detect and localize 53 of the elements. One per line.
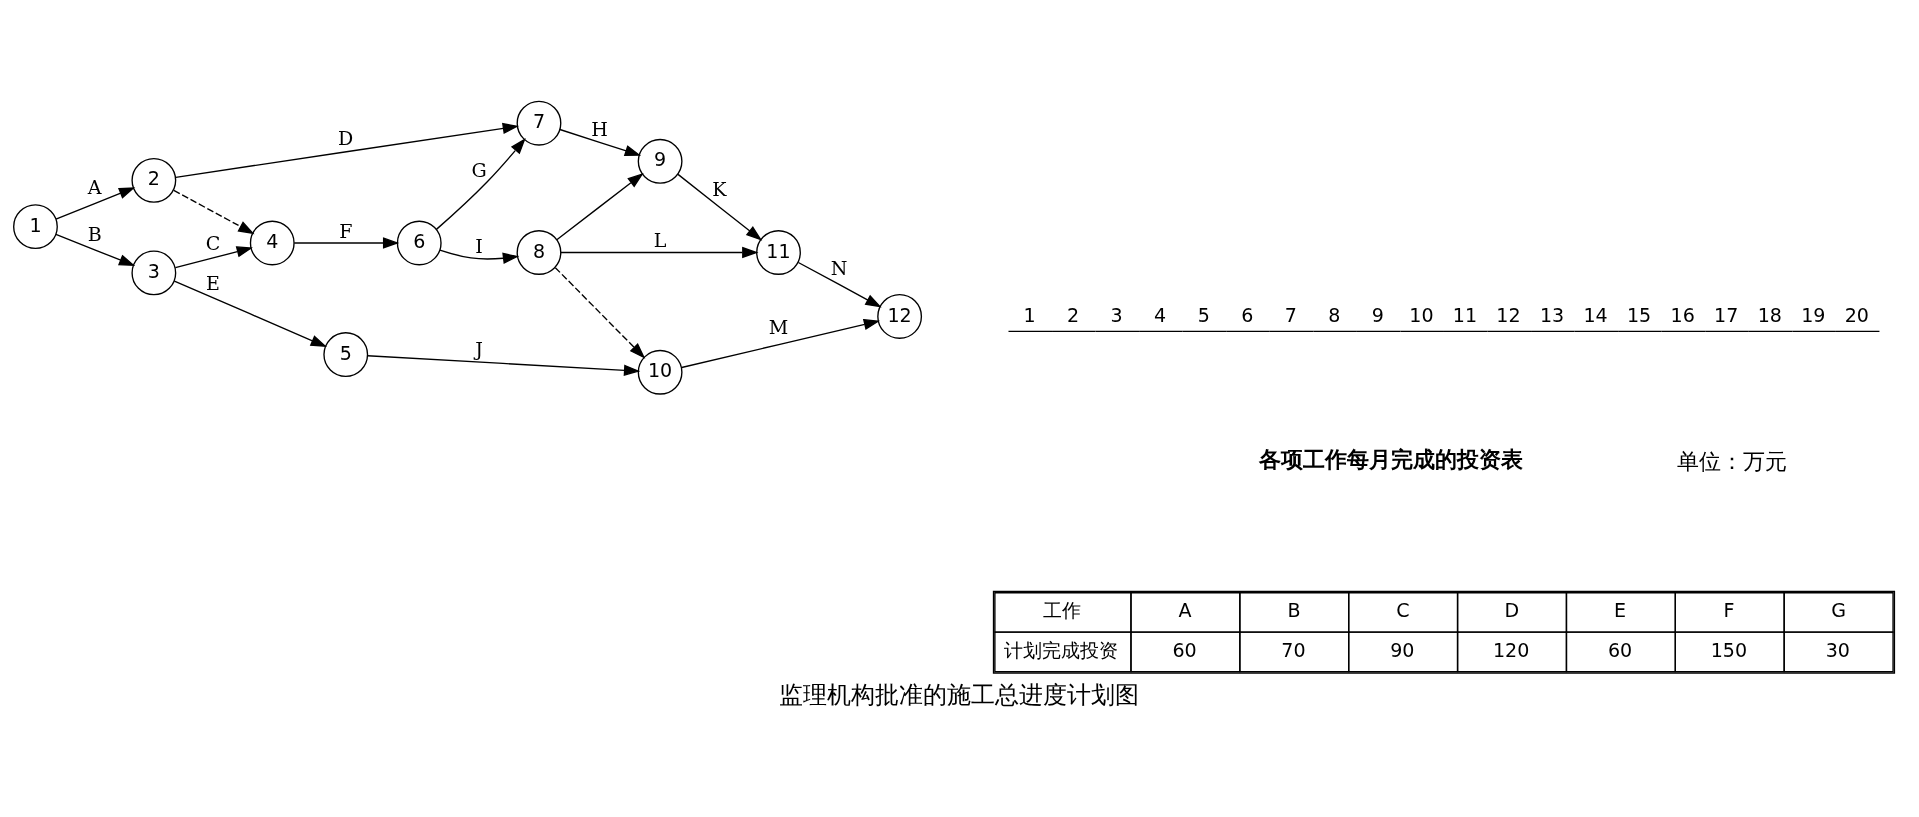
label: 各项工作每月完成的投资表 [1258, 446, 1523, 472]
label: 15 [1627, 303, 1652, 326]
label: 16 [1670, 303, 1695, 326]
edge-label: L [653, 228, 667, 251]
edge-label: H [591, 117, 608, 140]
edge-label: C [205, 231, 221, 254]
edge-label: G [471, 158, 487, 181]
label: 19 [1801, 303, 1826, 326]
label: 14 [1583, 303, 1608, 326]
label: B [1287, 598, 1301, 621]
edge-label: D [338, 126, 354, 149]
label: 1 [1023, 303, 1036, 326]
label: 2 [1067, 303, 1080, 326]
label: 工作 [1043, 598, 1082, 621]
label: 8 [1328, 303, 1341, 326]
label: C [1396, 598, 1410, 621]
label: 10 [1409, 303, 1434, 326]
edge-label: M [768, 315, 789, 338]
label: E [1614, 598, 1627, 621]
label: 120 [1492, 638, 1530, 661]
edge-label: A [87, 175, 102, 198]
edge-label: N [830, 256, 848, 279]
edge-label: B [87, 222, 102, 245]
label: 9 [1371, 303, 1384, 326]
edge-label: K [712, 177, 727, 200]
label: F [1723, 598, 1735, 621]
label: D [1504, 598, 1520, 621]
label: 17 [1714, 303, 1739, 326]
label: 20 [1844, 303, 1869, 326]
label: 30 [1825, 638, 1850, 661]
label: 6 [1241, 303, 1254, 326]
label: 150 [1710, 638, 1748, 661]
edge-label: E [206, 271, 221, 294]
label: G [1831, 598, 1846, 621]
label: 70 [1281, 638, 1306, 661]
label: 12 [1496, 303, 1521, 326]
label: 11 [1452, 303, 1478, 326]
edge-label: F [339, 219, 353, 242]
label: 3 [1110, 303, 1123, 326]
label: 7 [1284, 303, 1297, 326]
label: 60 [1607, 638, 1633, 661]
label: 60 [1172, 638, 1197, 661]
edge-label: J [475, 337, 483, 360]
label: 计划完成投资 [1004, 638, 1119, 661]
label: 90 [1390, 638, 1415, 661]
label: 18 [1757, 303, 1782, 326]
caption: 监理机构批准的施工总进度计划图 [779, 679, 1140, 709]
label: 13 [1539, 303, 1565, 326]
edge-label: I [475, 234, 483, 257]
label: A [1178, 598, 1192, 621]
label: 单位：万元 [1676, 448, 1787, 474]
label: 4 [1154, 303, 1167, 326]
label: 5 [1197, 303, 1210, 326]
